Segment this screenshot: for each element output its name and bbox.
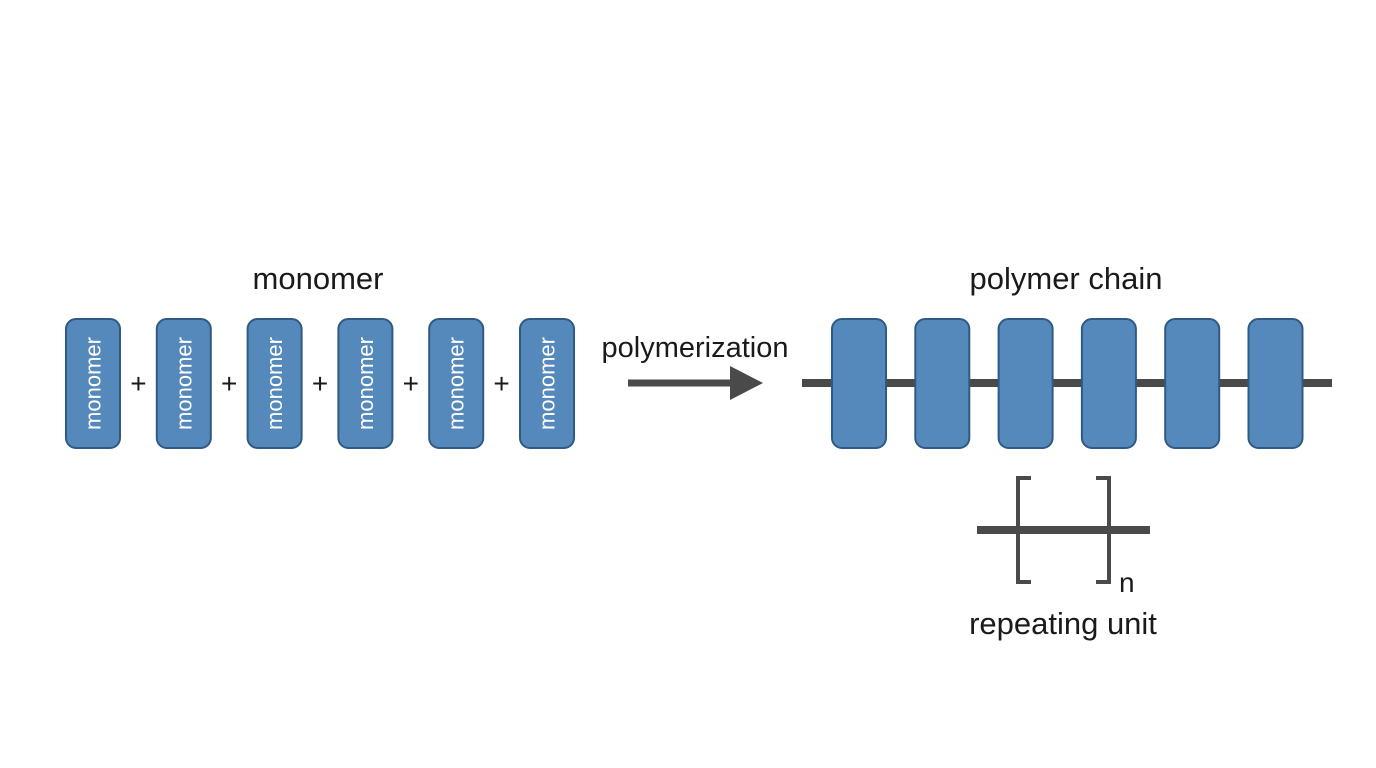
- reaction-arrow: [628, 366, 763, 400]
- left-bracket: [1016, 476, 1031, 584]
- polymer-unit: [1080, 318, 1137, 449]
- monomer-block-label: monomer: [444, 337, 469, 430]
- polymer-unit: [1164, 318, 1221, 449]
- monomer-block-shape: [337, 318, 394, 449]
- monomer-block-label: monomer: [535, 337, 560, 430]
- monomer-block: monomer: [65, 318, 121, 449]
- monomer-block: monomer: [337, 318, 394, 449]
- polymer-chain-title: polymer chain: [970, 261, 1163, 296]
- plus-sign: +: [312, 368, 328, 399]
- repeating-unit-label: repeating unit: [969, 606, 1157, 641]
- monomer-block: monomer: [519, 318, 575, 449]
- monomer-block-label: monomer: [262, 337, 287, 430]
- plus-sign: +: [403, 368, 419, 399]
- plus-sign: +: [130, 368, 146, 399]
- repeating-unit-symbol: [977, 476, 1150, 584]
- polymer-unit-group: [831, 318, 1304, 449]
- monomer-block-shape: [246, 318, 303, 449]
- monomer-block-label: monomer: [171, 337, 196, 430]
- monomer-block: monomer: [428, 318, 485, 449]
- polymer-unit: [914, 318, 971, 449]
- right-bracket: [1096, 476, 1111, 584]
- monomer-block-shape: [155, 318, 212, 449]
- monomer-block: monomer: [246, 318, 303, 449]
- monomer-block: monomer: [155, 318, 212, 449]
- monomer-block-label: monomer: [81, 337, 106, 430]
- monomer-group: monomer + monomer + monomer + monomer + monomer +…: [65, 318, 575, 449]
- plus-sign: +: [493, 368, 509, 399]
- polymer-unit: [831, 318, 887, 449]
- monomer-block-shape: [428, 318, 485, 449]
- polymerization-label: polymerization: [602, 332, 789, 364]
- polymer-unit: [997, 318, 1054, 449]
- reaction-arrow-head: [730, 366, 763, 400]
- plus-sign: +: [221, 368, 237, 399]
- polymer-unit: [1247, 318, 1304, 449]
- monomer-block-label: monomer: [353, 337, 378, 430]
- monomer-block-shape: [65, 318, 121, 449]
- monomer-title: monomer: [253, 261, 384, 296]
- monomer-block-shape: [519, 318, 575, 449]
- repeat-subscript-n: n: [1119, 567, 1135, 598]
